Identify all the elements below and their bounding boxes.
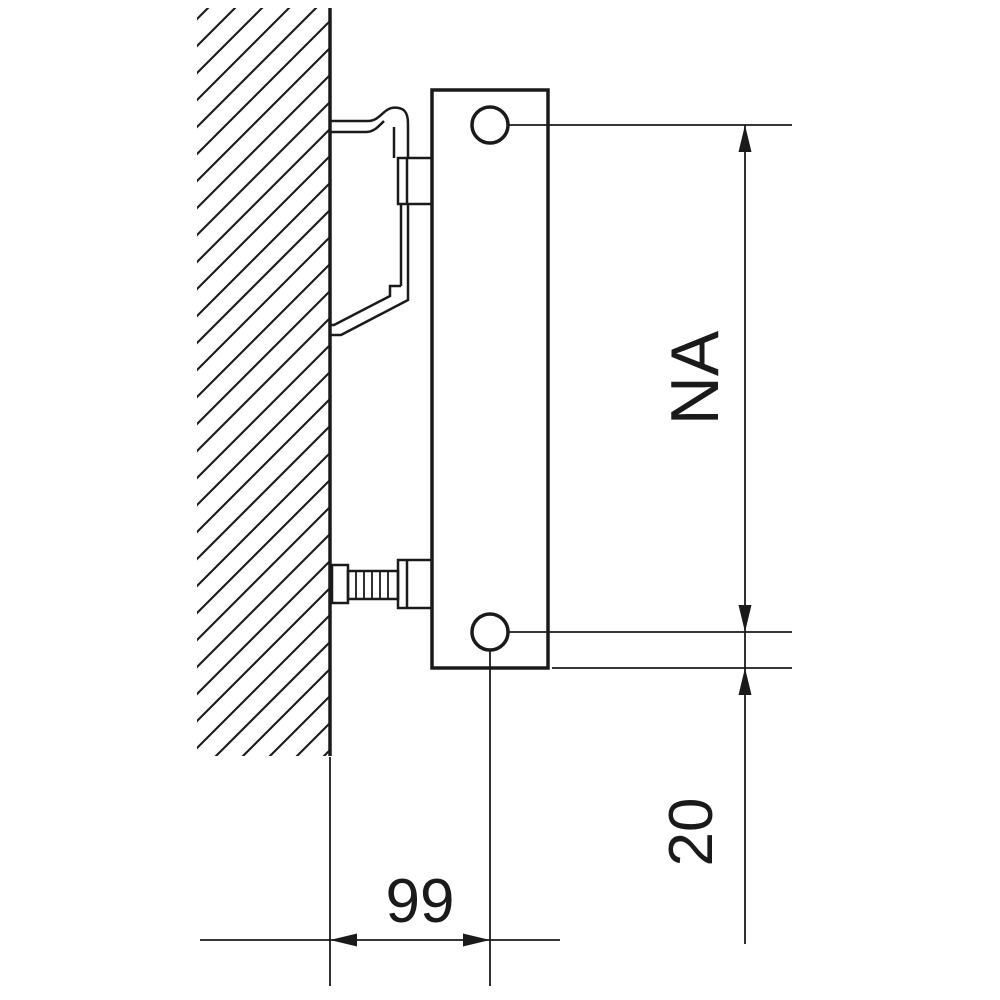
wall-bracket bbox=[330, 106, 434, 337]
bottom-pipe-connection bbox=[470, 612, 510, 652]
radiator-body bbox=[430, 88, 550, 670]
bracket-foot-inner bbox=[330, 284, 401, 327]
bolt-clamp-block bbox=[396, 558, 434, 610]
bracket-hook-inner bbox=[330, 120, 385, 134]
bottom-fixing-bolt bbox=[330, 558, 434, 610]
wall-hatching bbox=[197, 8, 330, 756]
arrow-20-up bbox=[738, 668, 752, 695]
arrow-99-left bbox=[330, 933, 357, 947]
bolt-thread-ticks bbox=[355, 571, 389, 599]
arrow-na-bottom bbox=[738, 605, 752, 632]
bracket-hook-outer bbox=[330, 106, 410, 158]
dimension-label-20: 20 bbox=[657, 798, 726, 867]
dimension-label-na: NA bbox=[657, 330, 733, 425]
top-pipe-connection bbox=[470, 105, 510, 145]
arrow-na-top bbox=[738, 125, 752, 152]
dimension-label-99: 99 bbox=[386, 867, 455, 936]
bracket-foot-outer bbox=[330, 286, 410, 337]
bracket-clamp-block bbox=[396, 156, 434, 206]
bolt-wall-flange bbox=[330, 563, 350, 605]
arrow-99-right bbox=[463, 933, 490, 947]
dimension-arrowheads bbox=[330, 125, 752, 947]
